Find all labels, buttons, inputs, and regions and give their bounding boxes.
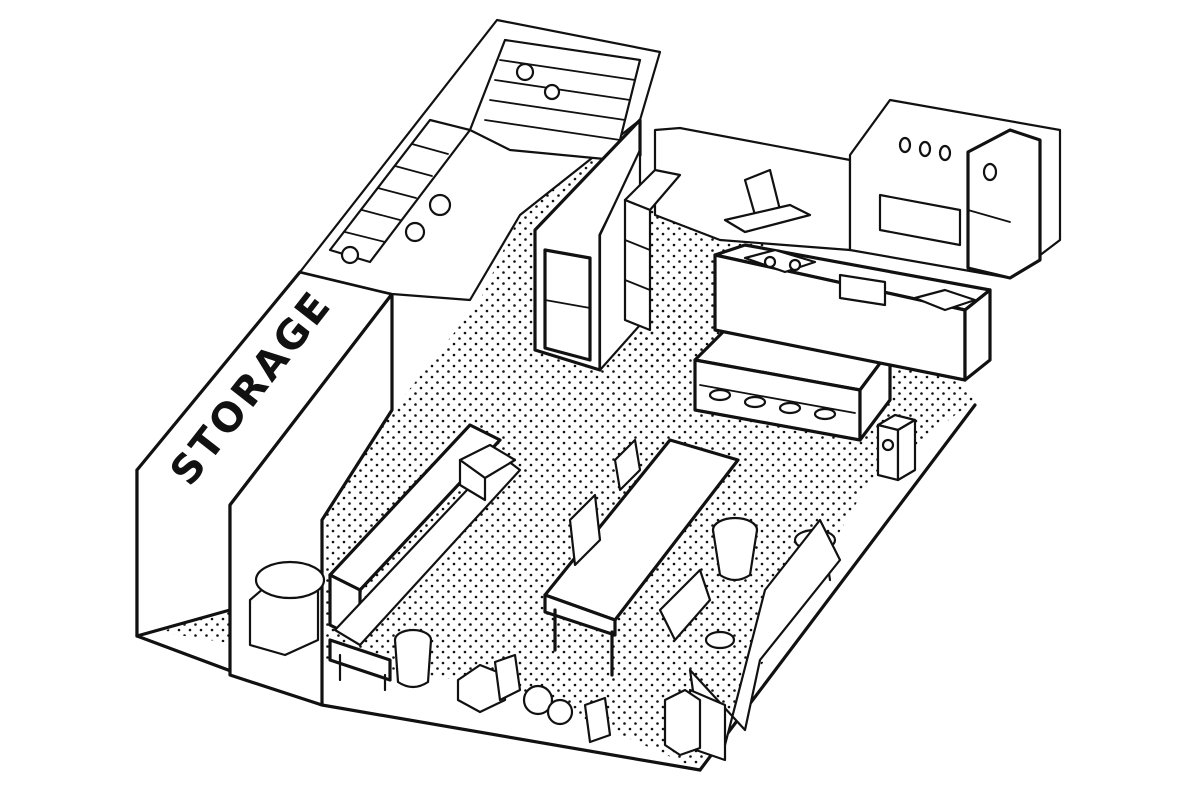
sink — [913, 288, 977, 312]
espresso-machine — [723, 168, 812, 234]
fridge — [966, 128, 1042, 280]
small-box — [583, 696, 612, 744]
shelf-pots — [340, 62, 561, 265]
island-bowls — [708, 388, 837, 421]
kitchen-island — [693, 323, 892, 442]
door[interactable] — [543, 248, 592, 362]
tall-box — [663, 688, 702, 757]
bench-machine — [458, 443, 517, 502]
stove — [743, 248, 817, 274]
floor-clutter — [456, 653, 702, 757]
crate-2 — [493, 653, 522, 702]
microwave — [838, 273, 887, 307]
storage-shelving — [328, 38, 642, 265]
storage-room: STORAGE — [135, 18, 662, 707]
bench-stools — [393, 628, 433, 689]
crate-1 — [456, 663, 507, 714]
dining-table — [543, 438, 740, 677]
hanging-bottles — [898, 136, 952, 162]
table-chairs — [568, 438, 712, 642]
vases — [522, 684, 574, 726]
tall-shelf — [623, 168, 682, 332]
upper-cabinet — [878, 193, 962, 247]
storage-boxes — [248, 560, 326, 657]
upper-kitchen — [848, 98, 1062, 280]
workbench — [328, 423, 522, 692]
speaker — [876, 413, 917, 482]
kitchen — [623, 126, 992, 382]
